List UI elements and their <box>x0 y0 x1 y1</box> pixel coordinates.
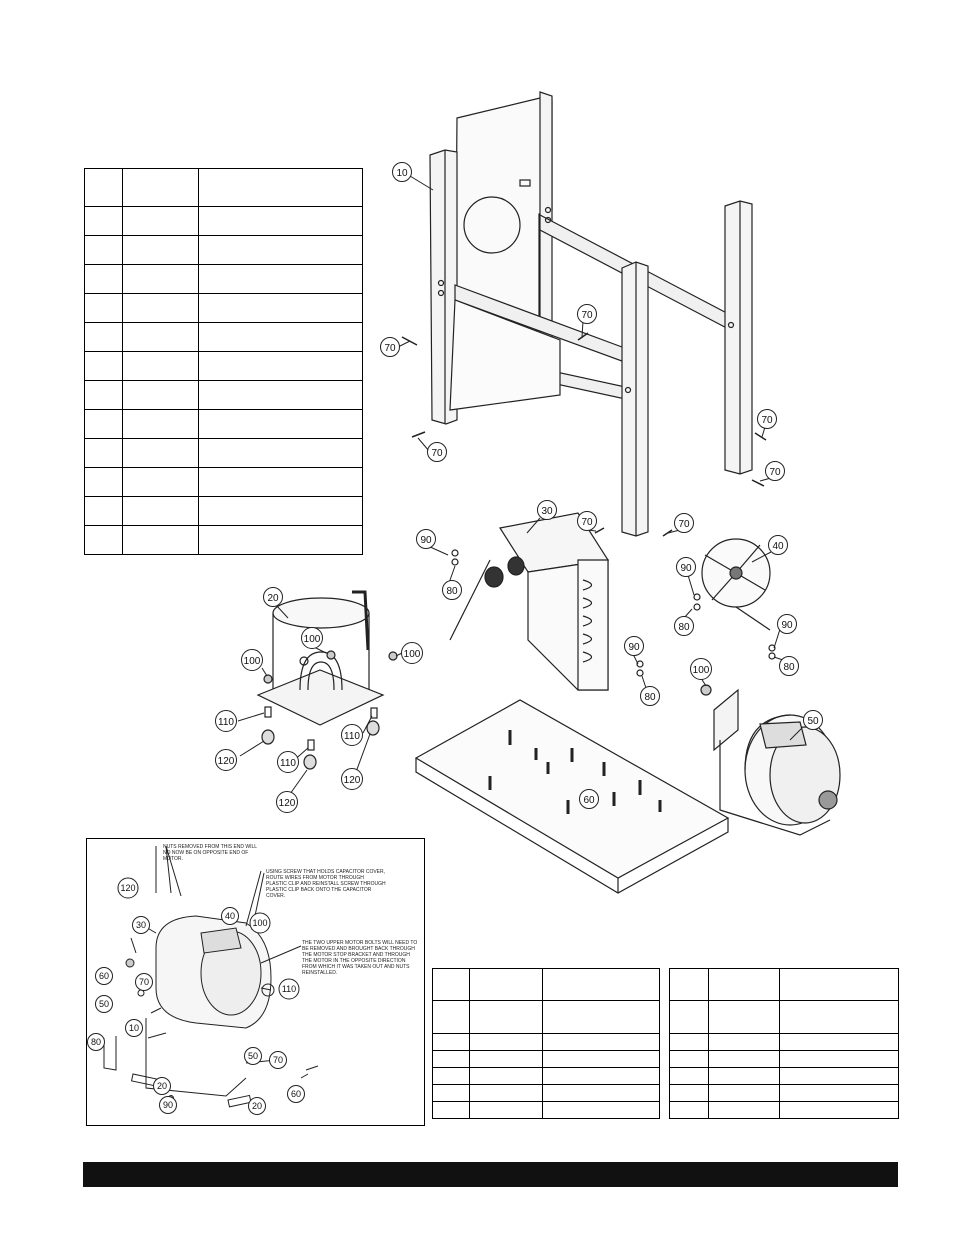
inset-callout-20: 20 <box>157 1081 167 1091</box>
inset-callout-110: 110 <box>282 984 296 994</box>
callout-90: 90 <box>781 620 793 631</box>
callout-120: 120 <box>344 775 361 786</box>
callout-70: 70 <box>581 517 593 528</box>
callout-110: 110 <box>344 731 360 742</box>
callout-110: 110 <box>218 717 234 728</box>
inset-callout-70: 70 <box>139 977 149 987</box>
parts-table-inset-right <box>669 968 899 1119</box>
inset-callout-60: 60 <box>291 1089 301 1099</box>
callout-120: 120 <box>218 756 235 767</box>
inset-callout-50: 50 <box>99 999 109 1009</box>
callout-100: 100 <box>304 634 321 645</box>
inset-callout-90: 90 <box>163 1100 173 1110</box>
blower-motor <box>713 688 841 836</box>
base-pan <box>414 699 730 894</box>
fan-blade <box>701 538 771 631</box>
nuts-and-washers <box>261 549 776 770</box>
inset-callout-10: 10 <box>129 1023 139 1033</box>
callout-100: 100 <box>693 665 710 676</box>
compressor <box>256 590 385 726</box>
inset-note-2: USING SCREW THAT HOLDS CAPACITOR COVER, … <box>266 869 386 899</box>
callout-70: 70 <box>431 448 443 459</box>
callout-70: 70 <box>384 343 396 354</box>
callout-70: 70 <box>761 415 773 426</box>
callout-80: 80 <box>446 586 458 597</box>
callout-20: 20 <box>267 593 279 604</box>
inset-callout-80: 80 <box>91 1037 101 1047</box>
inset-callout-40: 40 <box>225 911 235 921</box>
callout-50: 50 <box>807 716 819 727</box>
callout-90: 90 <box>680 563 692 574</box>
callout-60: 60 <box>583 795 595 806</box>
parts-table-main <box>84 168 363 555</box>
callout-100: 100 <box>404 649 421 660</box>
inset-callout-20: 20 <box>252 1101 262 1111</box>
inset-callout-30: 30 <box>136 920 146 930</box>
callout-30: 30 <box>541 506 553 517</box>
inset-callout-120: 120 <box>120 883 135 893</box>
inset-callouts: 120 30 40 100 60 70 50 110 10 80 50 70 6… <box>87 877 305 1115</box>
parts-table-inset-left <box>432 968 660 1119</box>
callout-120: 120 <box>279 798 296 809</box>
callout-70: 70 <box>581 310 593 321</box>
callout-100: 100 <box>244 656 261 667</box>
callout-90: 90 <box>420 535 432 546</box>
callout-10: 10 <box>396 168 408 179</box>
inset-callout-60: 60 <box>99 971 109 981</box>
callout-90: 90 <box>628 642 640 653</box>
inset-note-3: THE TWO UPPER MOTOR BOLTS WILL NEED TO B… <box>302 940 418 976</box>
callout-70: 70 <box>769 467 781 478</box>
inset-callout-70: 70 <box>273 1055 283 1065</box>
callout-70: 70 <box>678 519 690 530</box>
frame-assembly <box>429 91 753 537</box>
inset-callout-100: 100 <box>252 918 267 928</box>
motor-detail-drawing <box>103 845 319 1108</box>
footer-bar <box>83 1162 898 1187</box>
callout-80: 80 <box>644 692 656 703</box>
callout-40: 40 <box>772 541 784 552</box>
inset-callout-50: 50 <box>248 1051 258 1061</box>
callout-110: 110 <box>280 758 296 769</box>
motor-detail-inset <box>86 838 425 1126</box>
callout-80: 80 <box>783 662 795 673</box>
callout-80: 80 <box>678 622 690 633</box>
inset-note-1: NUTS REMOVED FROM THIS END WILL NO NOW B… <box>163 844 257 862</box>
